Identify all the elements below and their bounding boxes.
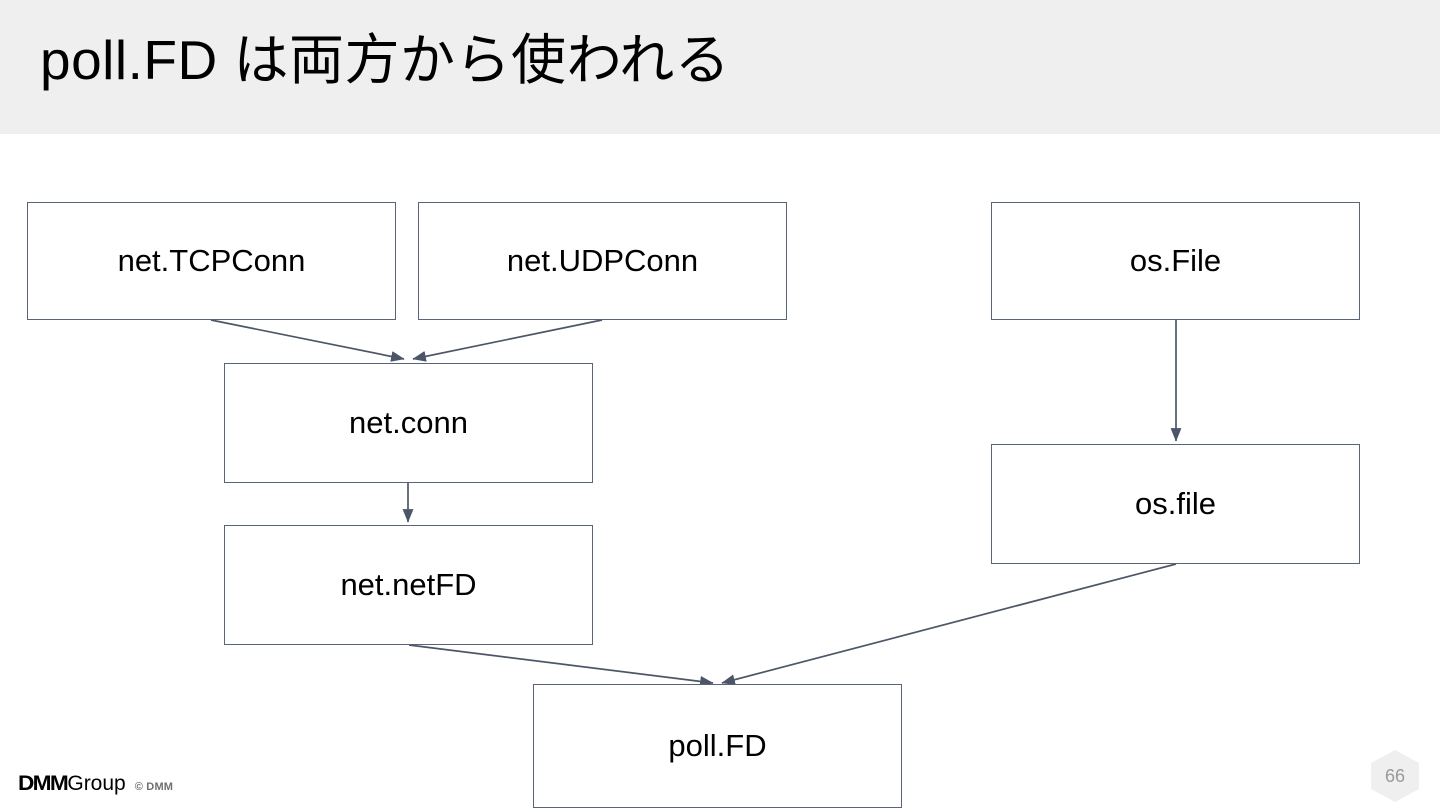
node-label: net.TCPConn (117, 243, 306, 278)
dmm-logo-mark: DMM (18, 772, 69, 795)
footer-logo: DMM Group © DMM (18, 772, 173, 796)
edge-udpconn-to-conn (412, 319, 603, 362)
node-label: net.netFD (340, 567, 477, 602)
node-poll-fd[interactable]: poll.FD (533, 684, 902, 808)
node-label: net.conn (349, 405, 468, 440)
page-number: 66 (1384, 765, 1406, 786)
diagram-canvas: net.TCPConn net.UDPConn os.File net.conn… (0, 134, 1440, 810)
node-os-file-impl[interactable]: os.file (991, 444, 1360, 564)
page-title: poll.FD は両方から使われる (40, 29, 731, 91)
node-os-file-struct[interactable]: os.File (991, 202, 1360, 320)
node-label: os.File (1129, 243, 1222, 278)
node-net-udpconn[interactable]: net.UDPConn (418, 202, 787, 320)
copyright-text: © DMM (134, 781, 174, 793)
node-label: os.file (1135, 486, 1216, 521)
node-label: poll.FD (668, 728, 767, 763)
node-label: net.UDPConn (506, 243, 699, 278)
hexagon-shape (1371, 750, 1419, 802)
node-net-tcpconn[interactable]: net.TCPConn (27, 202, 396, 320)
edge-tcpconn-to-conn (210, 319, 405, 362)
dmm-logo-word: Group (67, 772, 126, 795)
node-net-netfd[interactable]: net.netFD (224, 525, 593, 645)
edge-osfile-to-pollfd (721, 563, 1177, 685)
diagram-connectors (210, 319, 1182, 687)
slide-header: poll.FD は両方から使われる (0, 0, 1440, 134)
page-number-badge: 66 (1371, 750, 1419, 802)
edge-netfd-to-pollfd (408, 644, 714, 687)
node-net-conn[interactable]: net.conn (224, 363, 593, 483)
